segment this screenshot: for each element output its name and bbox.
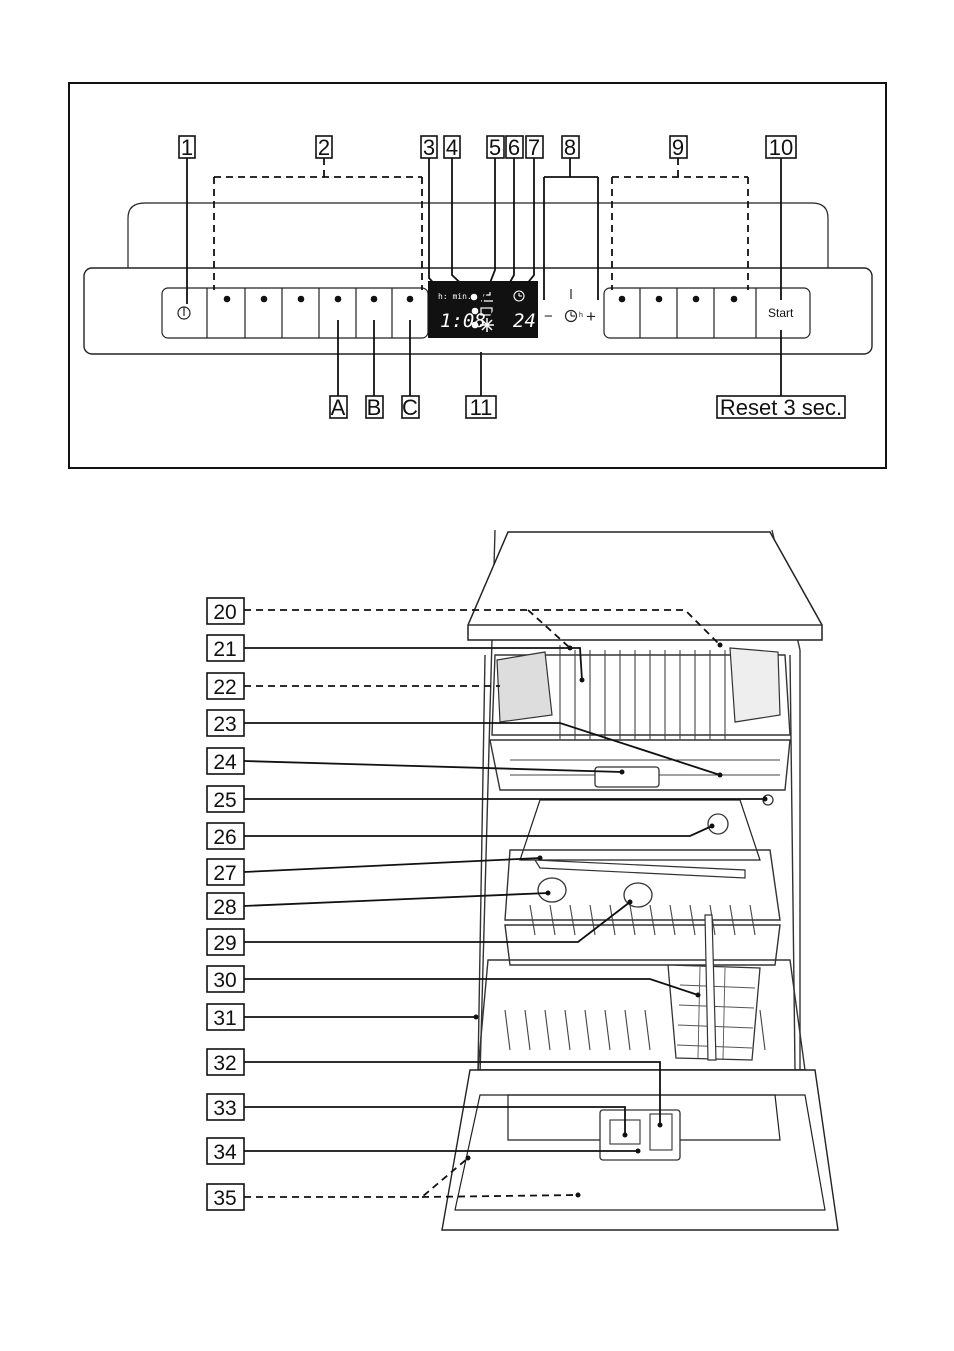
delay-hours-display: 24 bbox=[513, 310, 536, 332]
bottom-basket bbox=[478, 915, 805, 1085]
panel-callout-11: 11 bbox=[466, 395, 496, 420]
panel-callout-5: 5 bbox=[487, 135, 504, 160]
svg-text:3: 3 bbox=[423, 135, 435, 160]
svg-text:9: 9 bbox=[672, 135, 684, 160]
interior-callout-30: 30 bbox=[207, 966, 244, 992]
svg-text:32: 32 bbox=[213, 1052, 236, 1075]
panel-callout-10: 10 bbox=[766, 135, 796, 160]
svg-text:28: 28 bbox=[213, 896, 236, 919]
interior-callout-31: 31 bbox=[207, 1004, 244, 1030]
rinse-aid-icon bbox=[480, 318, 494, 332]
panel-callout-8: 8 bbox=[562, 135, 579, 160]
svg-text:21: 21 bbox=[213, 638, 236, 661]
cutlery-insert-left bbox=[497, 652, 552, 722]
cup-shelf-right bbox=[730, 648, 780, 722]
panel-callout-3: 3 bbox=[421, 135, 437, 160]
interior-callout-21: 21 bbox=[207, 635, 244, 661]
interior-callout-27: 27 bbox=[207, 859, 244, 885]
svg-text:27: 27 bbox=[213, 862, 236, 885]
interior-callout-29: 29 bbox=[207, 929, 244, 955]
minus-button[interactable]: − bbox=[544, 308, 553, 325]
indicator-dot-4 bbox=[471, 294, 478, 301]
svg-text:20: 20 bbox=[213, 601, 236, 624]
svg-text:31: 31 bbox=[213, 1007, 236, 1030]
svg-text:10: 10 bbox=[769, 135, 793, 160]
svg-text:23: 23 bbox=[213, 713, 236, 736]
svg-text:26: 26 bbox=[213, 826, 236, 849]
panel-callout-c: C bbox=[402, 395, 419, 420]
middle-spray-arm bbox=[535, 860, 745, 878]
interior-callout-34: 34 bbox=[207, 1138, 244, 1164]
interior-callout-28: 28 bbox=[207, 893, 244, 919]
delay-unit-label: h bbox=[579, 312, 583, 319]
option-button-2 bbox=[656, 296, 663, 303]
panel-callout-a: A bbox=[330, 395, 347, 420]
interior-callout-32: 32 bbox=[207, 1049, 244, 1075]
lower-rack bbox=[505, 850, 780, 965]
program-button-3 bbox=[298, 296, 305, 303]
svg-text:6: 6 bbox=[508, 135, 520, 160]
svg-text:Reset 3 sec.: Reset 3 sec. bbox=[720, 395, 842, 420]
upper-spray-arm bbox=[595, 767, 659, 787]
program-button-4 bbox=[335, 296, 342, 303]
interior-callout-25: 25 bbox=[207, 786, 244, 812]
svg-text:34: 34 bbox=[213, 1141, 237, 1164]
interior-callout-33: 33 bbox=[207, 1094, 244, 1120]
indicator-dot-6 bbox=[472, 322, 479, 329]
panel-callout-1: 1 bbox=[179, 135, 195, 160]
svg-text:5: 5 bbox=[489, 135, 501, 160]
option-button-3 bbox=[693, 296, 700, 303]
svg-text:30: 30 bbox=[213, 969, 236, 992]
upper-rack bbox=[490, 645, 790, 790]
program-button-1 bbox=[224, 296, 231, 303]
interior-callout-22: 22 bbox=[207, 673, 244, 699]
panel-callout-9: 9 bbox=[670, 135, 687, 160]
svg-text:25: 25 bbox=[213, 789, 236, 812]
countertop-cover bbox=[468, 532, 822, 640]
svg-text:33: 33 bbox=[213, 1097, 236, 1120]
remaining-time-display: 1:08 bbox=[440, 310, 486, 332]
panel-callout-4: 4 bbox=[444, 135, 460, 160]
indicator-dot-5 bbox=[472, 308, 479, 315]
panel-callout-reset: Reset 3 sec. bbox=[717, 395, 845, 420]
svg-text:29: 29 bbox=[213, 932, 236, 955]
interior-callout-23: 23 bbox=[207, 710, 244, 736]
svg-text:1: 1 bbox=[181, 135, 193, 160]
svg-text:22: 22 bbox=[213, 676, 236, 699]
program-button-2 bbox=[261, 296, 268, 303]
svg-text:4: 4 bbox=[446, 135, 458, 160]
interior-callout-24: 24 bbox=[207, 748, 244, 774]
interior-callout-35: 35 bbox=[207, 1184, 244, 1210]
svg-text:24: 24 bbox=[213, 751, 237, 774]
svg-text:35: 35 bbox=[213, 1187, 236, 1210]
interior-callout-20: 20 bbox=[207, 598, 244, 624]
svg-text:A: A bbox=[331, 395, 346, 420]
plus-button[interactable]: + bbox=[586, 307, 596, 326]
option-button-1 bbox=[619, 296, 626, 303]
panel-callout-7: 7 bbox=[526, 135, 543, 160]
panel-callout-6: 6 bbox=[506, 135, 523, 160]
svg-text:11: 11 bbox=[470, 395, 493, 420]
dishwasher-illustration bbox=[442, 530, 838, 1230]
svg-text:B: B bbox=[367, 395, 382, 420]
svg-text:7: 7 bbox=[528, 135, 540, 160]
program-button-5 bbox=[371, 296, 378, 303]
svg-text:8: 8 bbox=[564, 135, 576, 160]
svg-text:2: 2 bbox=[318, 135, 330, 160]
panel-callout-2: 2 bbox=[316, 135, 332, 160]
panel-housing bbox=[128, 203, 828, 268]
option-button-4 bbox=[731, 296, 738, 303]
interior-callout-26: 26 bbox=[207, 823, 244, 849]
start-button[interactable]: Start bbox=[768, 306, 794, 320]
time-unit-label: h: min. bbox=[438, 292, 472, 301]
program-button-6 bbox=[407, 296, 414, 303]
svg-text:C: C bbox=[402, 395, 418, 420]
interior-callout-boxes: 20 21 22 23 24 25 26 27 28 29 30 31 32 3… bbox=[207, 598, 244, 1210]
filter-housing bbox=[538, 878, 566, 902]
panel-callout-b: B bbox=[366, 395, 383, 420]
